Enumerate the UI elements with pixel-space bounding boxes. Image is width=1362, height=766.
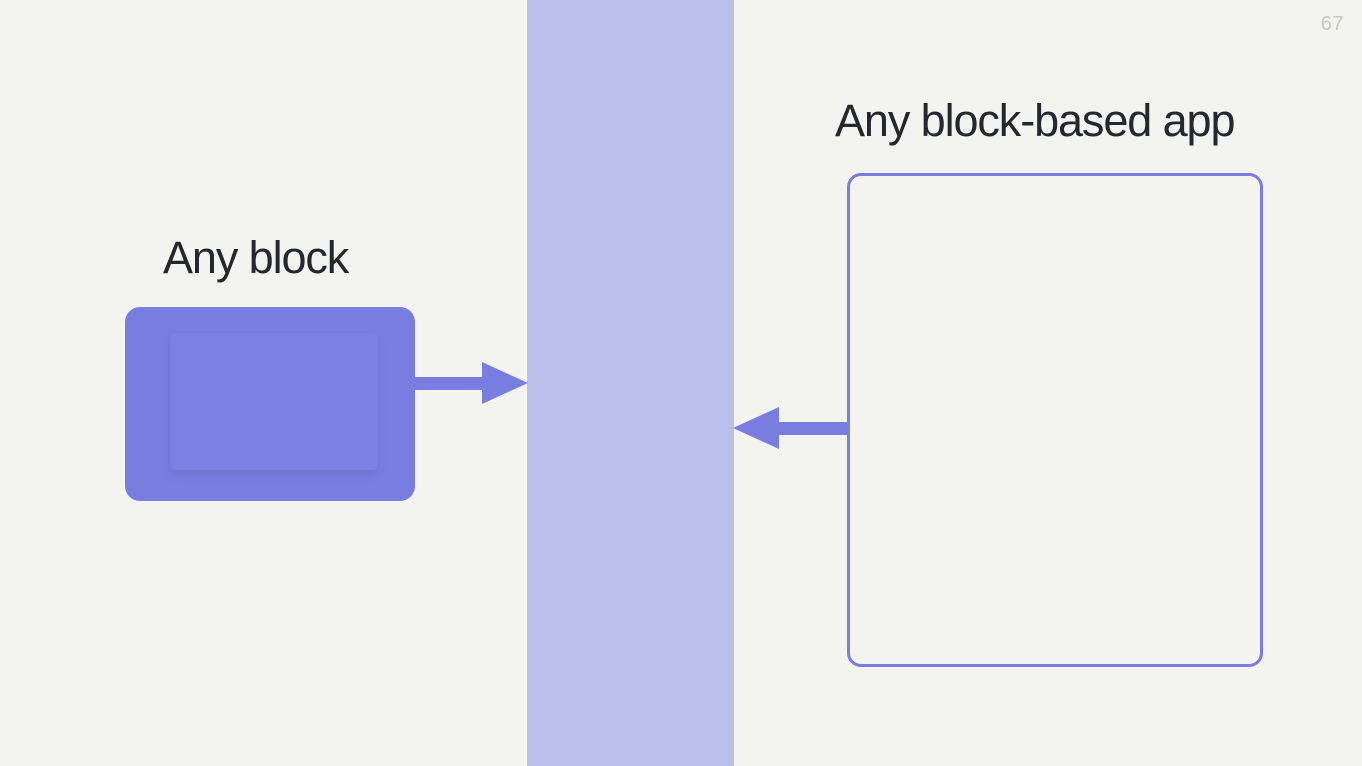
any-block-based-app-frame — [847, 173, 1263, 667]
arrow-app-to-band-shaft — [775, 422, 853, 435]
page-number: 67 — [1320, 13, 1344, 35]
arrow-app-to-band-head-icon — [733, 407, 779, 449]
any-block-label: Any block — [163, 232, 349, 283]
any-block-based-app-label: Any block-based app — [835, 95, 1235, 146]
any-block-shape — [125, 307, 415, 501]
arrow-block-to-band-shaft — [412, 377, 484, 390]
any-block-inner-surface — [170, 333, 378, 470]
center-band — [527, 0, 734, 766]
arrow-block-to-band-head-icon — [482, 362, 528, 404]
